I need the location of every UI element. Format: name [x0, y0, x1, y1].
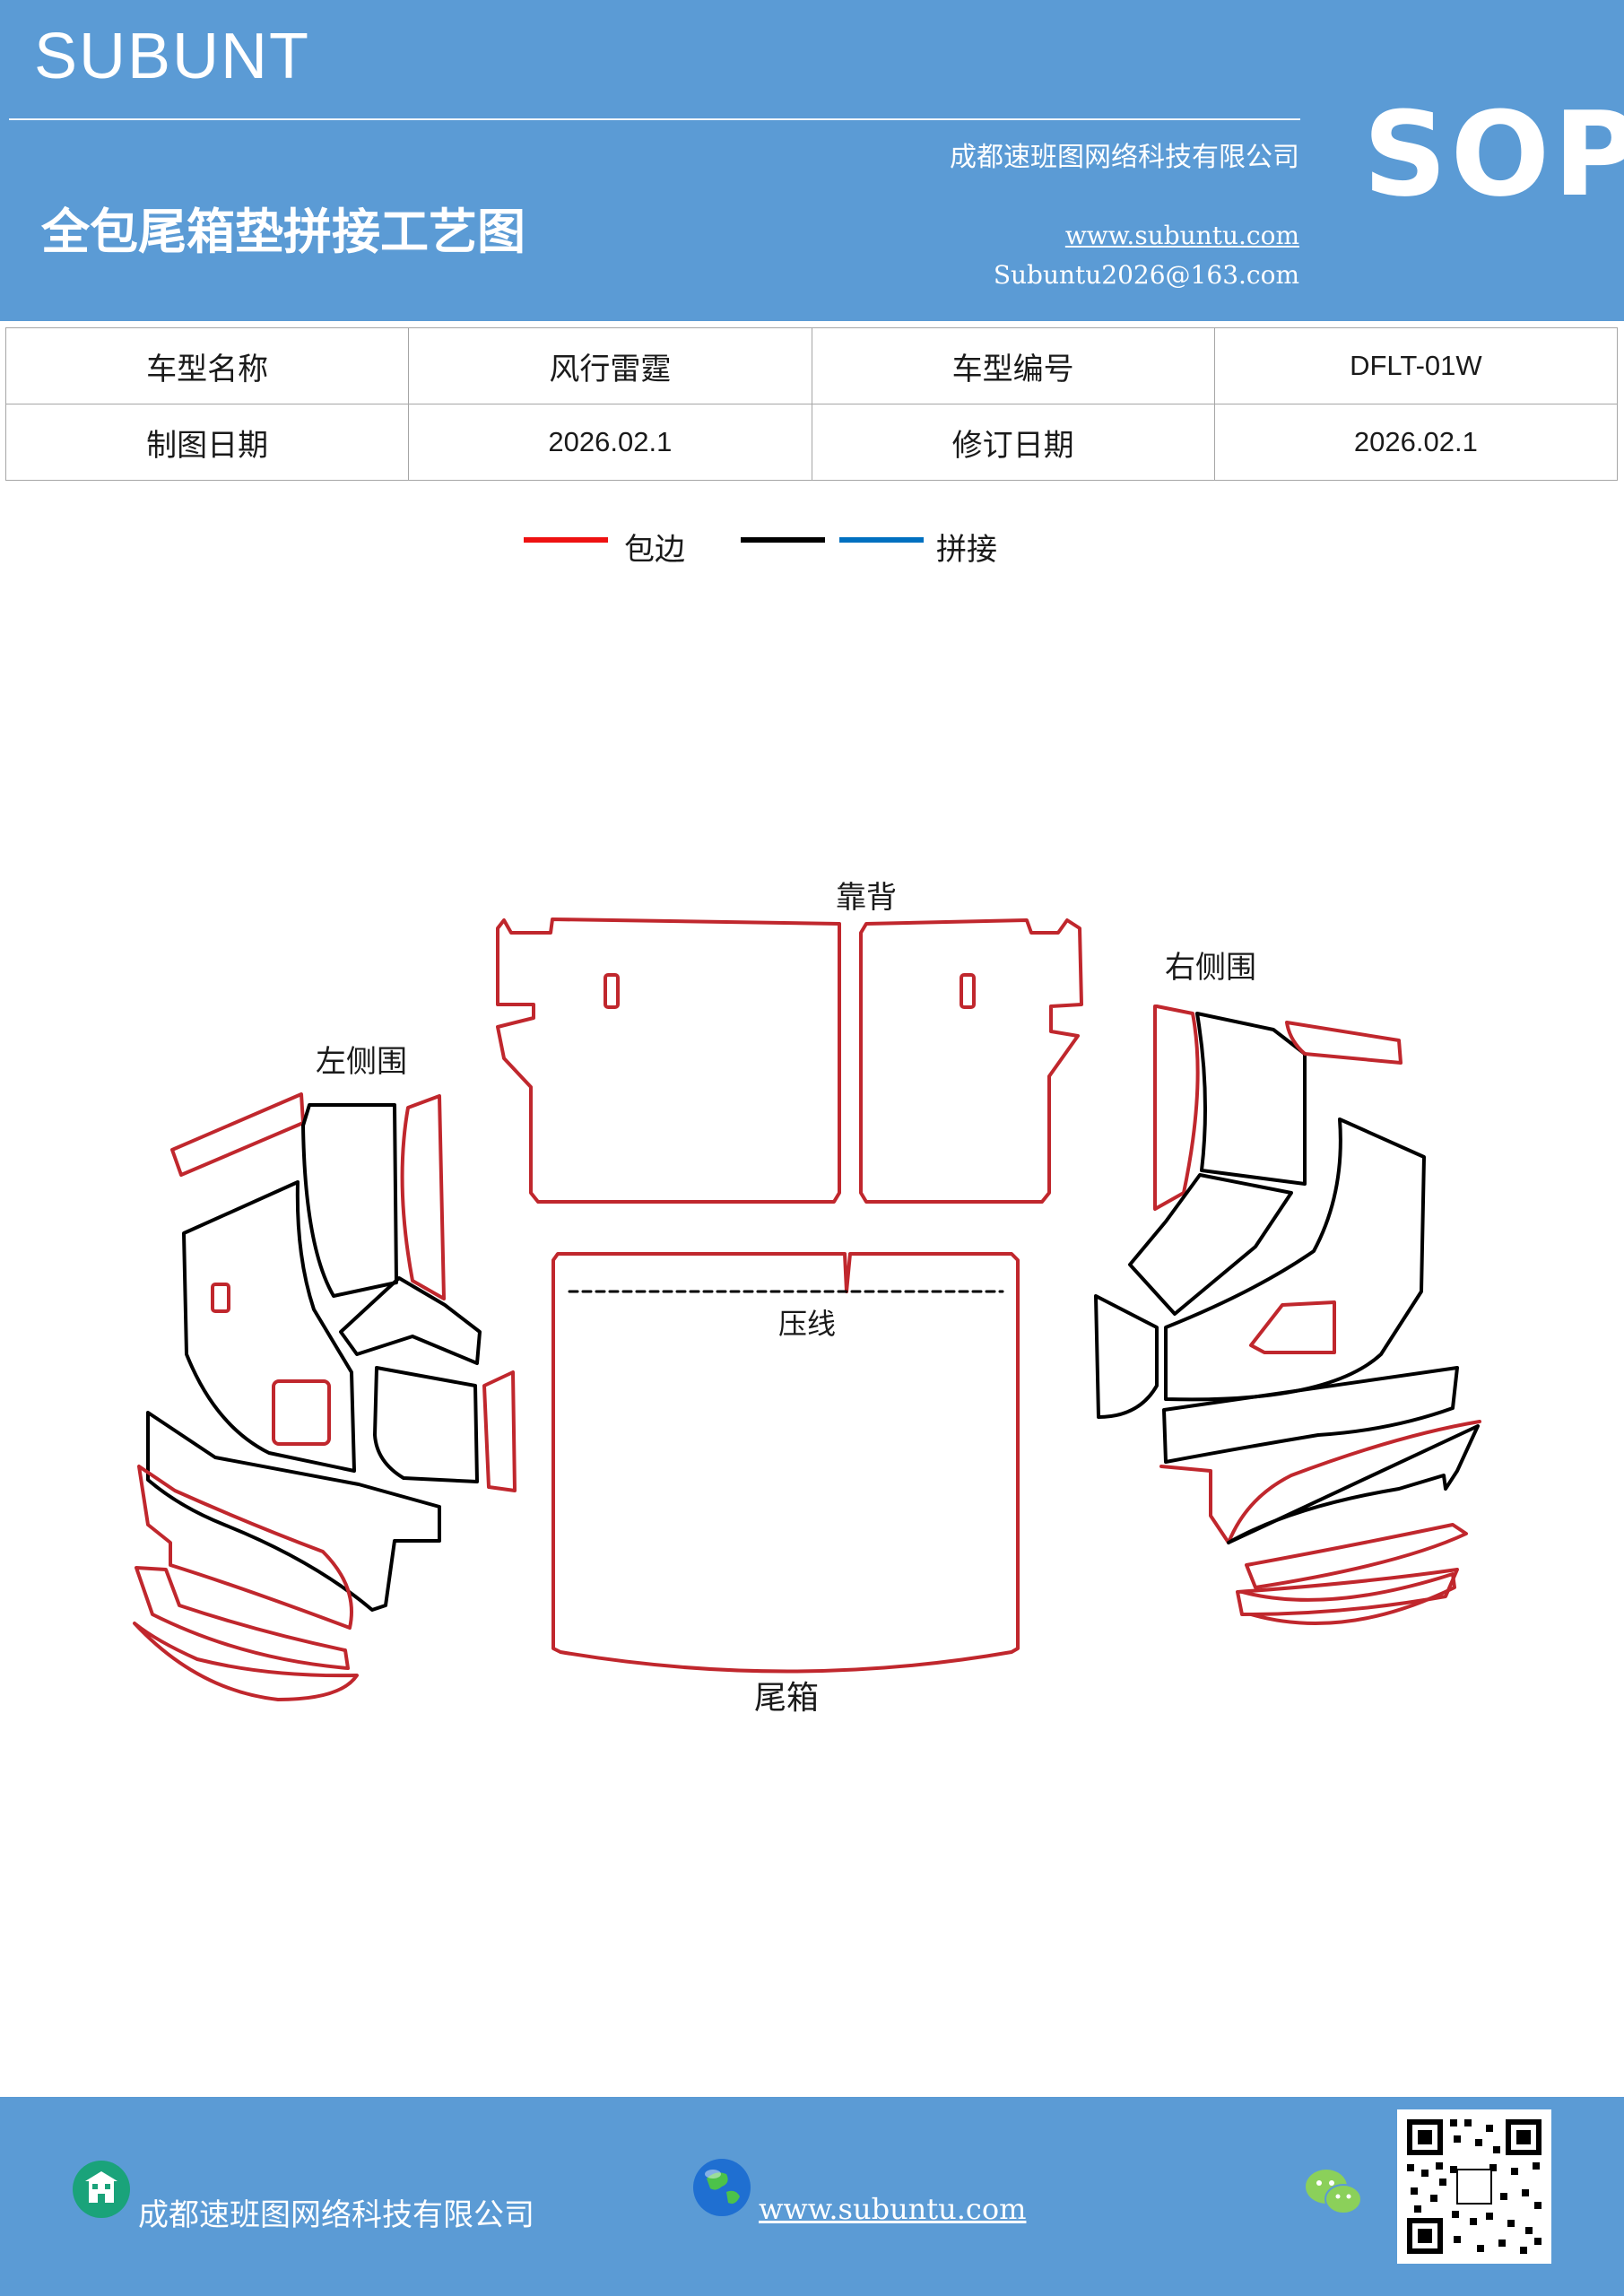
footer-company-name: 成都速班图网络科技有限公司 — [138, 2197, 534, 2233]
table-row: 车型名称 风行雷霆 车型编号 DFLT-01W — [4, 327, 1619, 404]
building-icon — [73, 2161, 130, 2218]
mat-layout-diagram: 靠背 右侧围 左侧围 压线 尾箱 — [133, 880, 1481, 1717]
footer-website-link[interactable]: www.subuntu.com — [759, 2192, 1027, 2226]
table-row: 制图日期 2026.02.1 修订日期 2026.02.1 — [4, 404, 1619, 481]
vehicle-info-table: 车型名称 风行雷霆 车型编号 DFLT-01W 制图日期 2026.02.1 修… — [4, 327, 1619, 481]
model-code-value: DFLT-01W — [1213, 327, 1619, 404]
footer-banner: 成都速班图网络科技有限公司 www.subuntu.com — [0, 2097, 1624, 2296]
label-right-side: 右侧围 — [1165, 950, 1256, 986]
legend-blue-label: 拼接 — [936, 532, 997, 568]
header-divider — [9, 118, 1300, 120]
wechat-icon[interactable] — [1304, 2167, 1363, 2219]
label-backrest: 靠背 — [836, 880, 897, 916]
globe-icon — [693, 2159, 751, 2216]
legend-red-line — [524, 537, 608, 543]
backrest-right-panel — [859, 918, 1083, 1204]
model-name-label: 车型名称 — [4, 327, 410, 404]
revise-date-value: 2026.02.1 — [1213, 404, 1619, 481]
company-name: 成都速班图网络科技有限公司 — [950, 142, 1299, 173]
label-left-side: 左侧围 — [316, 1044, 407, 1080]
legend-blue-line — [839, 537, 924, 543]
sop-badge: SOP — [1363, 86, 1624, 222]
label-trunk: 尾箱 — [754, 1680, 819, 1717]
draw-date-value: 2026.02.1 — [408, 404, 812, 481]
qr-code — [1397, 2109, 1551, 2264]
right-side-panels — [1094, 1004, 1481, 1625]
model-name-value: 风行雷霆 — [408, 327, 812, 404]
model-code-label: 车型编号 — [811, 327, 1215, 404]
document-title: 全包尾箱垫拼接工艺图 — [41, 204, 525, 260]
left-side-panels — [133, 1092, 517, 1701]
legend-black-line — [741, 537, 825, 543]
backrest-left-panel — [496, 918, 841, 1204]
revise-date-label: 修订日期 — [811, 404, 1215, 481]
website-link[interactable]: www.subuntu.com — [1064, 221, 1299, 250]
trunk-floor-panel — [551, 1252, 1020, 1674]
header-banner: SUBUNT 成都速班图网络科技有限公司 全包尾箱垫拼接工艺图 www.subu… — [0, 0, 1624, 321]
draw-date-label: 制图日期 — [4, 404, 410, 481]
brand-name: SUBUNT — [34, 21, 311, 92]
contact-email: Subuntu2026@163.com — [993, 260, 1299, 290]
legend: 包边 拼接 — [524, 525, 1062, 570]
qr-code-pattern — [1407, 2119, 1541, 2254]
label-crease-line: 压线 — [778, 1307, 836, 1341]
legend-red-label: 包边 — [624, 532, 685, 568]
